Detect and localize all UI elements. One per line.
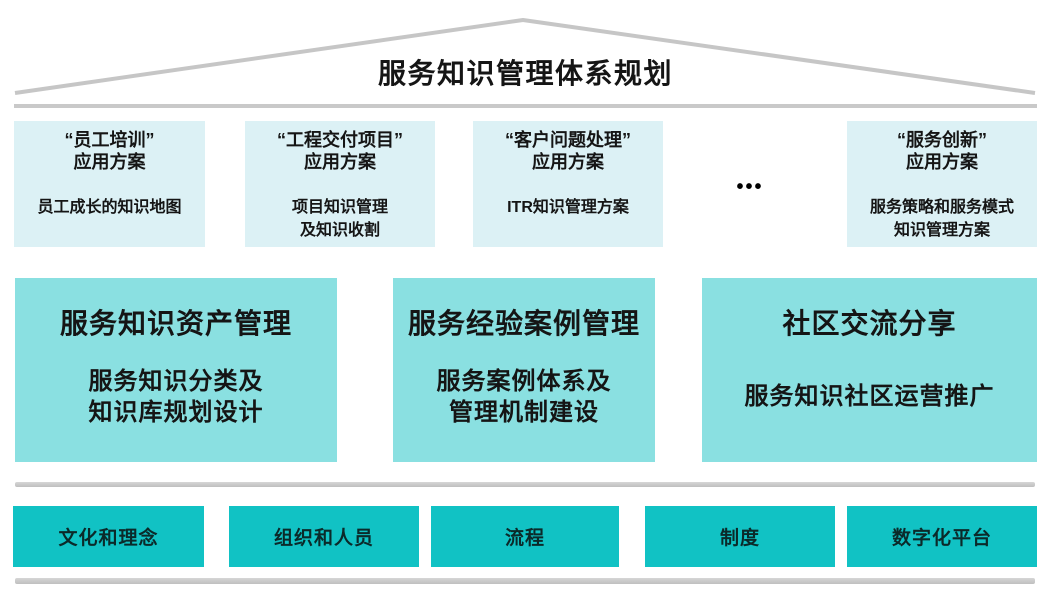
app-card-employee-training: “员工培训” 应用方案 员工成长的知识地图 <box>14 121 205 247</box>
more-items-ellipsis: ••• <box>736 176 764 198</box>
foundation-card-process: 流程 <box>431 506 619 567</box>
foundation-label: 流程 <box>504 528 545 549</box>
app-card-desc: ITR知识管理方案 <box>507 198 629 216</box>
app-card-customer-issue: “客户问题处理” 应用方案 ITR知识管理方案 <box>473 121 663 247</box>
app-card-service-innovation: “服务创新” 应用方案 服务策略和服务模式 知识管理方案 <box>847 121 1037 247</box>
app-card-title: “客户问题处理” 应用方案 <box>505 130 631 172</box>
capability-title: 社区交流分享 <box>782 308 957 339</box>
capability-desc-wrap: 服务案例体系及 管理机制建设 <box>437 342 612 462</box>
roof-line <box>14 18 1036 95</box>
capability-title: 服务经验案例管理 <box>407 308 640 339</box>
foundation-card-culture: 文化和理念 <box>13 506 204 567</box>
capability-desc-wrap: 服务知识分类及 知识库规划设计 <box>89 342 264 462</box>
app-card-desc: 项目知识管理 及知识收割 <box>291 198 388 240</box>
capability-desc: 服务案例体系及 管理机制建设 <box>436 367 612 426</box>
capability-title: 服务知识资产管理 <box>59 308 292 339</box>
baseline-bar <box>15 578 1035 584</box>
app-card-title: “工程交付项目” 应用方案 <box>277 130 403 172</box>
foundation-card-org-people: 组织和人员 <box>229 506 419 567</box>
app-card-desc: 员工成长的知识地图 <box>37 198 182 216</box>
app-card-title: “服务创新” 应用方案 <box>897 130 987 172</box>
capability-desc: 服务知识分类及 知识库规划设计 <box>88 367 264 426</box>
foundation-card-digital-platform: 数字化平台 <box>847 506 1037 567</box>
foundation-label: 组织和人员 <box>273 528 374 549</box>
capability-card-knowledge-asset: 服务知识资产管理 服务知识分类及 知识库规划设计 <box>15 278 337 462</box>
foundation-label: 制度 <box>719 528 760 549</box>
foundation-card-policy: 制度 <box>645 506 835 567</box>
app-card-title: “员工培训” 应用方案 <box>64 130 155 172</box>
capability-desc-wrap: 服务知识社区运营推广 <box>745 342 995 462</box>
separator-bar-middle <box>15 482 1035 487</box>
app-card-desc: 服务策略和服务模式 知识管理方案 <box>869 198 1014 240</box>
diagram-title: 服务知识管理体系规划 <box>377 58 673 89</box>
capability-card-experience-case: 服务经验案例管理 服务案例体系及 管理机制建设 <box>393 278 655 462</box>
roof-base-line <box>14 104 1037 108</box>
foundation-label: 数字化平台 <box>891 528 992 549</box>
roof-outline <box>14 18 1036 95</box>
app-card-project-delivery: “工程交付项目” 应用方案 项目知识管理 及知识收割 <box>245 121 435 247</box>
capability-desc: 服务知识社区运营推广 <box>744 383 995 411</box>
capability-card-community-sharing: 社区交流分享 服务知识社区运营推广 <box>702 278 1037 462</box>
foundation-label: 文化和理念 <box>58 528 159 549</box>
